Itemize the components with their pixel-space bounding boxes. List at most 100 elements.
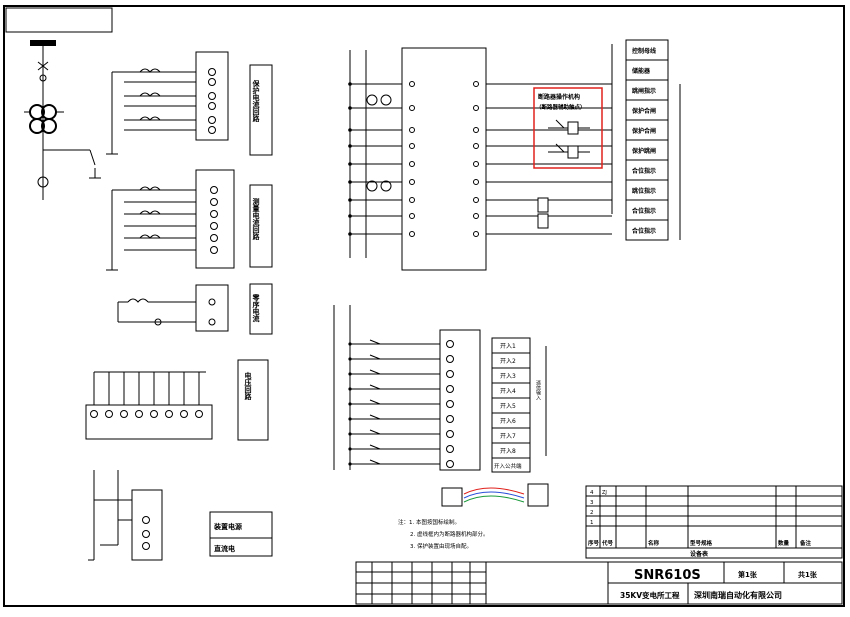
protect-current-label: 保护电流回路 <box>252 79 261 123</box>
control-terminal-left <box>409 213 415 219</box>
input-list-item: 开入3 <box>500 373 516 380</box>
primary-circuit <box>24 40 101 200</box>
company-name: 深圳南瑞自动化有限公司 <box>694 590 782 600</box>
inputs-footer: 开入公共端 <box>494 462 522 470</box>
measure-current-label: 测量电流回路 <box>252 197 261 241</box>
bom-header: 名称 <box>648 539 660 547</box>
control-terminal-right <box>473 127 479 133</box>
measure-terminal <box>210 234 218 242</box>
title-block: SNR610S 第1张 共1张 35KV变电所工程 深圳南瑞自动化有限公司 <box>355 561 843 605</box>
input-terminal <box>446 400 454 408</box>
voltage-terminal <box>105 410 113 418</box>
control-coil-1 <box>537 197 549 213</box>
zero-seq-label: 零序电流 <box>252 293 261 323</box>
sheet-number: 第1张 <box>738 570 758 579</box>
voltage-terminal <box>180 410 188 418</box>
control-terminal-left <box>409 179 415 185</box>
sheet-total: 共1张 <box>798 570 818 579</box>
bom-row-index: 2 <box>590 510 594 516</box>
measure-terminal <box>210 210 218 218</box>
voltage-terminal <box>195 410 203 418</box>
protect-terminal <box>208 78 216 86</box>
sheet-border <box>3 5 845 607</box>
input-terminal <box>446 415 454 423</box>
connector-right <box>527 483 549 507</box>
protect-terminal <box>208 68 216 76</box>
right-panel-item: 保护合闸 <box>631 127 656 135</box>
control-terminal-box <box>401 47 487 271</box>
zero-seq-label-box <box>249 283 273 335</box>
right-panel-item: 储能器 <box>631 67 651 75</box>
right-panel-item: 跳闸指示 <box>632 87 656 95</box>
input-terminal <box>446 460 454 468</box>
bom-row-index: 3 <box>590 500 594 506</box>
right-panel-item: 跳位指示 <box>632 187 656 195</box>
voltage-terminal-box <box>85 404 213 440</box>
note-line-2: 2. 虚线框内为断路器机构部分。 <box>410 530 489 538</box>
bom-row-code: ZJ <box>602 490 607 496</box>
input-terminal <box>446 340 454 348</box>
connector-left <box>441 487 463 507</box>
corner-title-box <box>5 7 113 33</box>
inputs-list-box <box>491 337 531 473</box>
input-list-item: 开入8 <box>500 448 516 455</box>
indicator-lamp <box>380 180 392 192</box>
project-name: 35KV变电所工程 <box>620 590 680 600</box>
bom-row-index: 1 <box>590 520 594 526</box>
voltage-terminal <box>135 410 143 418</box>
control-terminal-right <box>473 143 479 149</box>
protect-current-label-box <box>249 64 273 156</box>
control-terminal-left <box>409 161 415 167</box>
device-model: SNR610S <box>634 568 701 583</box>
control-terminal-right <box>473 231 479 237</box>
control-coil-2 <box>537 213 549 229</box>
input-list-item: 开入5 <box>500 403 516 410</box>
voltage-terminal <box>90 410 98 418</box>
bom-row-index: 4 <box>590 490 594 496</box>
notes: 注：1. 本图按国标绘制。 2. 虚线框内为断路器机构部分。 3. 保护装置由现… <box>398 518 489 550</box>
breaker-mechanism-subtitle: （断路器辅助触点） <box>536 103 586 111</box>
control-terminal-left <box>409 81 415 87</box>
indicator-lamp <box>366 180 378 192</box>
power-terminal-box <box>131 489 163 561</box>
protect-terminal <box>208 92 216 100</box>
right-panel-item: 控制母线 <box>632 47 656 55</box>
inputs-terminal-box <box>439 329 481 471</box>
breaker-mechanism-box <box>533 87 603 169</box>
input-terminal <box>446 355 454 363</box>
voltage-terminal <box>120 410 128 418</box>
input-terminal <box>446 385 454 393</box>
measure-terminal <box>210 246 218 254</box>
input-list-item: 开入6 <box>500 418 516 425</box>
indicator-lamp <box>366 94 378 106</box>
measure-terminal <box>210 222 218 230</box>
note-line-3: 3. 保护装置由现场自配。 <box>410 542 472 550</box>
right-panel-item: 保护合闸 <box>631 107 656 115</box>
protect-terminal <box>208 126 216 134</box>
note-line-1: 注：1. 本图按国标绘制。 <box>398 518 460 526</box>
voltage-label-box <box>237 359 269 441</box>
control-terminal-right <box>473 81 479 87</box>
control-terminal-right <box>473 105 479 111</box>
right-panel-item: 保护跳闸 <box>631 147 656 155</box>
breaker-mechanism-title: 断路器操作机构 <box>538 93 580 101</box>
voltage-circuit: 电压回路 <box>85 359 269 441</box>
power-circuit: 装置电源 直流电 <box>88 470 273 561</box>
indicator-lamp <box>380 94 392 106</box>
input-list-item: 开入7 <box>500 433 516 440</box>
control-terminal-left <box>409 143 415 149</box>
zero-seq-circuit: 零序电流 <box>117 283 273 335</box>
bom-table-box <box>585 485 843 559</box>
measure-current-label-box <box>249 184 273 268</box>
bom-header: 代号 <box>601 539 614 547</box>
voltage-terminal <box>165 410 173 418</box>
power-label: 装置电源 <box>213 522 242 531</box>
busbar <box>30 40 56 46</box>
protect-current-circuit: 保护电流回路 <box>106 51 273 156</box>
control-terminal-left <box>409 197 415 203</box>
